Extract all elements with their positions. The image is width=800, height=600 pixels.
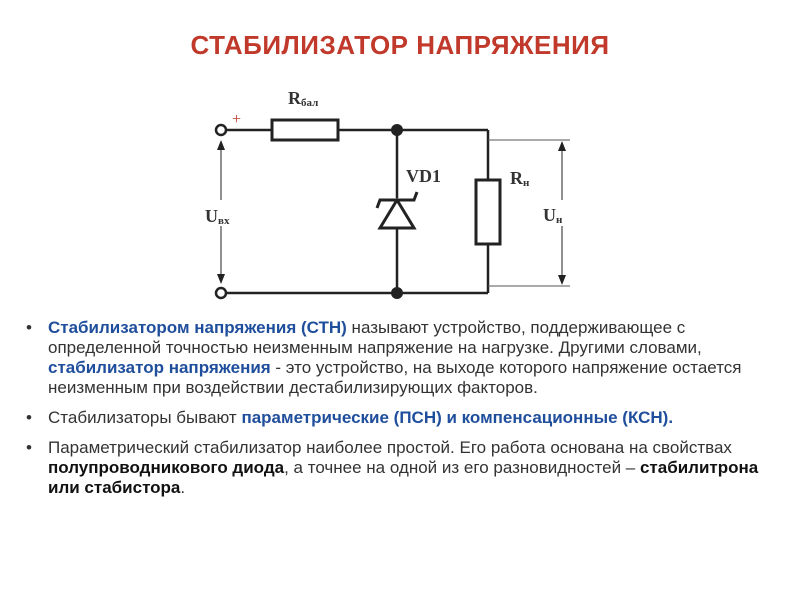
- output-arrow-down-head: [558, 275, 566, 285]
- zener-diode-cathode: [375, 191, 419, 209]
- output-voltage-label: Uн: [543, 205, 563, 226]
- output-arrow-up-head: [558, 141, 566, 151]
- plus-sign: +: [232, 111, 241, 128]
- bullet-item-parametric: Параметрический стабилизатор наиболее пр…: [22, 438, 792, 498]
- ballast-resistor-label: Rбал: [288, 88, 318, 109]
- input-arrow-up-head: [217, 140, 225, 150]
- input-terminal-minus: [214, 286, 228, 300]
- zener-diode-body: [377, 197, 417, 230]
- bullet-item-types: Стабилизаторы бывают параметрические (ПС…: [22, 408, 792, 428]
- bullet-item-definition: Стабилизатором напряжения (СТН) называют…: [22, 318, 792, 398]
- input-voltage-label: Uвх: [205, 206, 230, 227]
- input-terminal-plus: [214, 123, 228, 137]
- voltage-stabilizer-circuit: + Uвх VD1 Rн Uн Rбал: [205, 88, 570, 300]
- vd1-label: VD1: [406, 166, 441, 186]
- load-resistor-label: Rн: [510, 168, 530, 189]
- page-title: СТАБИЛИЗАТОР НАПРЯЖЕНИЯ: [190, 30, 610, 60]
- junction-bottom: [391, 287, 403, 299]
- bullet-list: Стабилизатором напряжения (СТН) называют…: [22, 318, 792, 508]
- junction-top: [391, 124, 403, 136]
- load-resistor: [474, 178, 502, 246]
- ballast-resistor: [270, 118, 340, 142]
- input-arrow-down-head: [217, 274, 225, 284]
